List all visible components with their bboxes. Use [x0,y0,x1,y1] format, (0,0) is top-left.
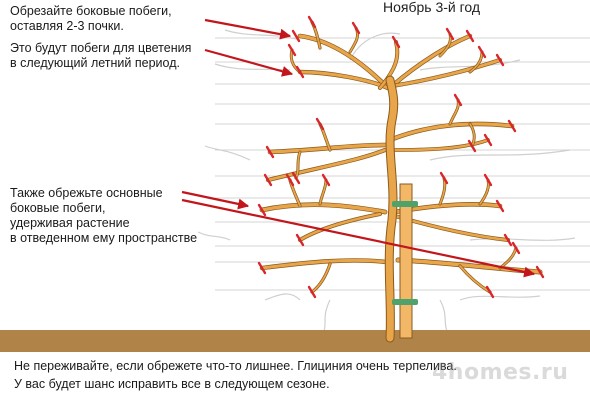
branch [390,34,472,88]
annotation-arrow [181,198,536,278]
annotation-arrow [204,18,292,40]
faded-shoot [459,295,541,301]
cut-mark [351,21,361,35]
note-line: удерживая растение [10,216,130,230]
diagram-title: Ноябрь 3-й год [383,0,481,15]
branch [388,138,490,152]
watermark-logo: 4homes.ru [432,360,569,385]
note-line: в следующий летний период. [10,56,180,70]
note-prune-side-shoots: Обрезайте боковые побеги, оставляя 2-3 п… [10,4,172,34]
cut-mark [291,29,301,43]
cut-mark [535,265,545,279]
cut-mark [511,241,521,255]
cut-mark [295,233,305,247]
faded-shoot [264,293,301,301]
note-line: в отведенном ему пространстве [10,231,198,245]
faded-shoot [214,63,291,71]
cut-mark [445,27,455,41]
note-line: боковые побеги, [10,201,106,215]
cut-mark [439,171,449,185]
cut-mark [257,261,267,275]
branch [260,202,387,214]
cut-mark [485,285,495,299]
trunk-body [385,76,398,342]
annotation-arrow [181,190,250,210]
cut-mark [465,29,475,43]
branch [390,58,502,88]
cut-mark [495,199,505,213]
ground [0,330,590,352]
cut-mark [291,171,301,185]
note-flowering-shoots: Это будут побеги для цветения в следующи… [10,41,191,71]
bottom-note-line: У вас будет шанс исправить все в следующ… [14,377,330,391]
cut-mark [287,43,297,57]
cut-mark [467,139,477,153]
faded-shoot [419,59,521,71]
cut-marks [257,15,545,299]
cut-mark [483,173,493,187]
branch [388,122,514,142]
branch [459,265,491,293]
cut-mark [453,93,463,107]
branch [268,143,387,154]
branch [319,179,327,205]
faded-shoot [197,231,231,241]
cut-mark [483,133,493,147]
cut-mark [507,119,517,133]
note-line: Это будут побеги для цветения [10,41,192,55]
cut-mark [321,173,331,187]
branch [298,34,390,90]
branch [298,212,382,242]
note-line: Также обрежьте основные [10,186,163,200]
faded-shoot [469,237,576,241]
trunk [384,75,399,343]
bottom-note-line: Не переживайте, если обрежете что-то лиш… [14,359,457,373]
cut-mark [307,285,317,299]
cut-mark [257,203,267,217]
branch [260,258,388,270]
cut-mark [315,117,325,131]
branch [378,40,399,90]
cut-mark [295,65,305,79]
annotation-arrow [204,48,294,77]
branch [311,263,331,293]
faded-shoot [224,29,301,41]
stake-post [399,183,413,339]
stake-tie [392,299,418,305]
cut-mark [307,15,317,29]
branch [295,151,301,179]
cut-mark [503,233,513,247]
cut-mark [263,173,273,187]
note-line: оставляя 2-3 почки. [10,19,124,33]
note-line: Обрезайте боковые побеги, [10,4,172,18]
cut-mark [477,45,487,59]
annotation-arrows [181,18,536,278]
note-prune-main-shoots: Также обрежьте основные боковые побеги, … [10,186,197,246]
branch [469,123,475,147]
stake-tie [392,201,418,207]
cut-mark [265,145,275,159]
branch-outline [310,262,332,294]
faded-shoot [349,32,401,61]
cut-mark [391,35,401,49]
faded-shoot [204,145,251,161]
support-stake [392,183,418,339]
branch-outline [498,246,518,270]
cut-mark [495,53,505,67]
faded-shoot [429,149,571,161]
cut-mark [285,173,295,187]
